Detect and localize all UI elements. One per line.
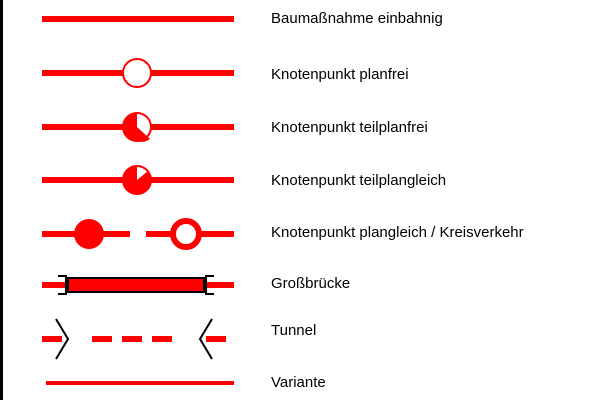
junction-at-grade-roundabout-symbol xyxy=(42,218,234,250)
label-large-bridge: Großbrücke xyxy=(271,275,351,292)
label-junction-partially-at-grade: Knotenpunkt teilplangleich xyxy=(271,172,447,189)
tunnel-symbol xyxy=(42,318,226,360)
left-border xyxy=(0,0,3,400)
label-junction-grade-separated: Knotenpunkt planfrei xyxy=(271,66,409,83)
label-variant: Variante xyxy=(271,374,326,391)
label-construction-single-carriageway: Baumaßnahme einbahnig xyxy=(271,10,443,27)
label-junction-partially-grade-separated: Knotenpunkt teilplanfrei xyxy=(271,119,428,136)
large-bridge-symbol xyxy=(42,275,234,295)
label-tunnel: Tunnel xyxy=(271,322,317,339)
junction-grade-separated-symbol xyxy=(42,58,234,88)
junction-partially-at-grade-symbol xyxy=(42,165,234,195)
label-junction-at-grade-roundabout: Knotenpunkt plangleich / Kreisverkehr xyxy=(271,224,524,241)
junction-partially-grade-separated-symbol xyxy=(42,112,234,142)
